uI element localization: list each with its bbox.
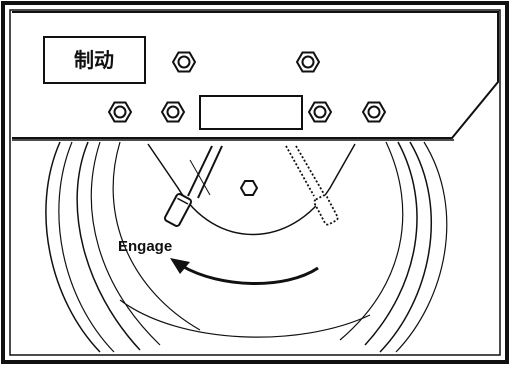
hex-bolt-icon xyxy=(107,101,133,123)
curved-arrow-icon xyxy=(170,258,319,286)
hub-nut-icon xyxy=(239,180,259,196)
center-window xyxy=(199,95,303,130)
brake-label: 制动 xyxy=(74,48,114,72)
inner-border xyxy=(9,9,501,356)
hex-bolt-icon xyxy=(171,51,197,73)
lever-mount-inner xyxy=(189,159,211,196)
brake-drum xyxy=(45,141,448,353)
brake-label-box: 制动 xyxy=(43,36,146,84)
engage-label: Engage xyxy=(118,238,172,255)
hex-bolt-icon xyxy=(295,51,321,73)
hex-bolt-icon xyxy=(361,101,387,123)
brake-lever-engaged xyxy=(163,145,223,227)
brake-lever-released xyxy=(285,145,339,226)
hex-bolt-icon xyxy=(160,101,186,123)
housing-plate xyxy=(12,11,499,139)
hex-bolt-icon xyxy=(307,101,333,123)
